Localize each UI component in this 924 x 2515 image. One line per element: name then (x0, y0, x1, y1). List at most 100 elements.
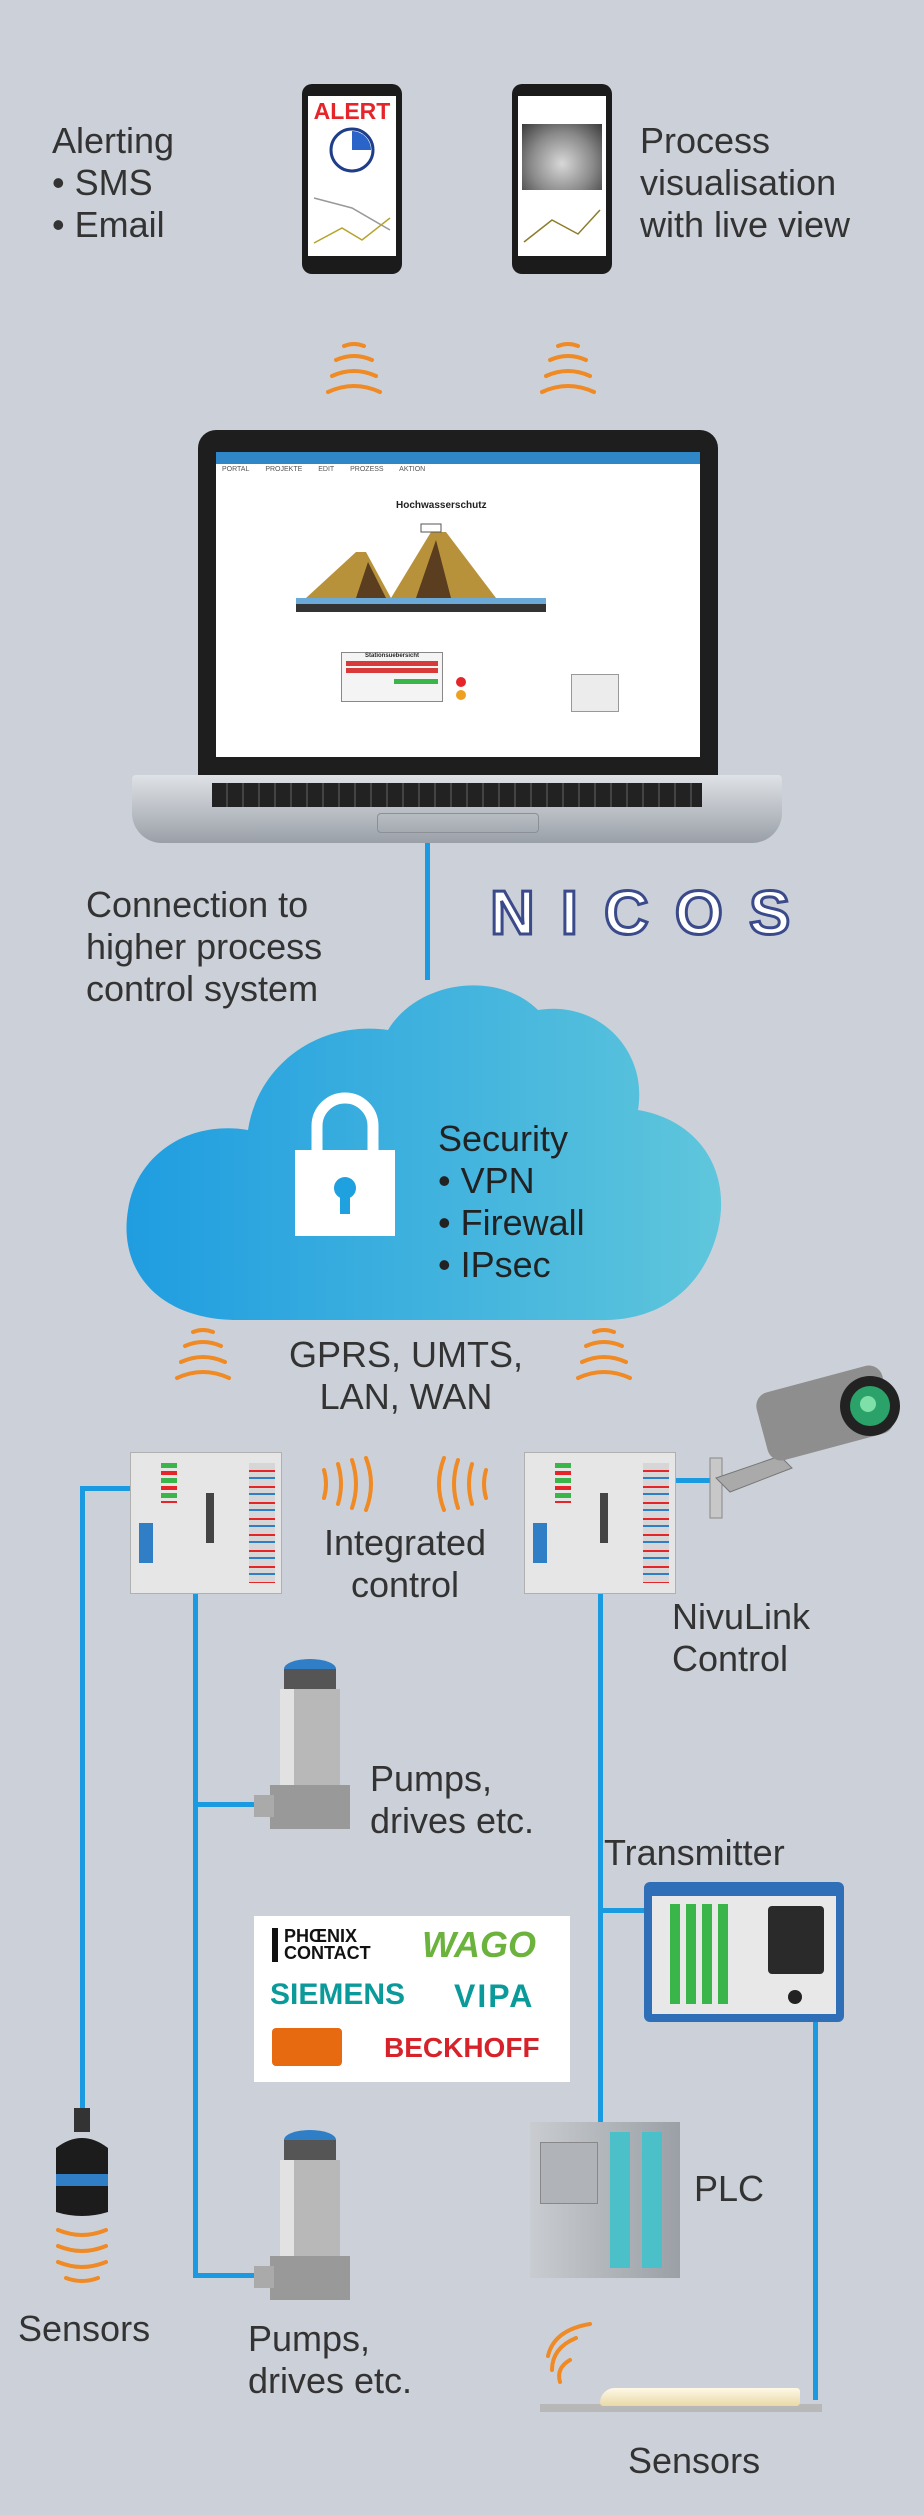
connection-label: Connection to higher process control sys… (86, 884, 322, 1010)
camera-link (676, 1478, 716, 1483)
laptop-trackpad (377, 813, 539, 833)
logo-phoenix-line-1: PHŒNIX (284, 1926, 358, 1946)
alert-phone: ALERT (302, 84, 402, 274)
controller-right-module-blue (533, 1523, 547, 1563)
pump-2-icon (254, 2130, 350, 2300)
alert-phone-screen: ALERT (308, 96, 396, 256)
status-light-red (456, 677, 466, 687)
logo-phoenix-contact: PHŒNIX CONTACT (272, 1926, 371, 1963)
camera-icon (709, 1365, 900, 1519)
logo-beckhoff: BECKHOFF (384, 2032, 540, 2063)
controller-right-slot (600, 1493, 608, 1543)
visualisation-line-2: visualisation (640, 162, 837, 203)
logo-bosch-rexroth (272, 2028, 342, 2066)
left-bus-vertical (80, 1486, 85, 2116)
logo-vipa: VIPA (454, 1978, 535, 2014)
connection-line-2: higher process (86, 926, 323, 967)
ultrasonic-sensor-icon (56, 2108, 108, 2216)
controller-left-terminals (249, 1463, 275, 1583)
plc-slot-2 (642, 2132, 662, 2268)
transmitter-branch (598, 1908, 646, 1913)
laptop-base (132, 775, 782, 843)
transmitter-to-sensor (813, 2020, 818, 2400)
plc-label: PLC (694, 2168, 765, 2209)
alert-clock-icon (329, 127, 375, 173)
integrated-label: Integrated control (310, 1522, 500, 1606)
controller-right-terminals (643, 1463, 669, 1583)
live-view-screen (518, 96, 606, 256)
status-light-orange (456, 690, 466, 700)
station-row-red-2 (346, 668, 438, 673)
visualisation-line-3: with live view (640, 204, 851, 245)
sensors-left-label: Sensors (18, 2308, 151, 2349)
pumps-2-line-1: Pumps, (248, 2318, 371, 2359)
pumps-1-line-1: Pumps, (370, 1758, 493, 1799)
menu-projekte[interactable]: PROJEKTE (265, 466, 303, 473)
nicos-logo: NICOS (488, 878, 817, 950)
controller-left (130, 1452, 282, 1594)
live-view-trend-chart (523, 209, 601, 243)
laptop: PORTAL PROJEKTE EDIT PROZESS AKTION Hoch… (198, 430, 718, 775)
pumps-1-label: Pumps, drives etc. (370, 1758, 534, 1842)
alert-label: ALERT (313, 98, 391, 124)
pumps-2-label: Pumps, drives etc. (248, 2318, 412, 2402)
logo-phoenix-line-2: CONTACT (284, 1943, 371, 1963)
connection-line-3: control system (86, 968, 319, 1009)
laptop-keyboard (212, 783, 702, 807)
laptop-to-cloud-line (425, 840, 430, 980)
pump-1-icon (254, 1659, 350, 1829)
alerting-sms: • SMS (52, 162, 153, 203)
station-map (571, 674, 619, 712)
alerting-title: Alerting (52, 120, 175, 161)
network-line-2: LAN, WAN (319, 1376, 493, 1417)
network-label: GPRS, UMTS, LAN, WAN (286, 1334, 526, 1418)
logo-siemens: SIEMENS (270, 1978, 406, 2011)
lock-icon (295, 1092, 395, 1236)
pump-1-branch (193, 1802, 263, 1807)
nivulink-line-2: Control (672, 1638, 789, 1679)
controller-right (524, 1452, 676, 1594)
transmitter-terminals (670, 1904, 730, 2004)
controller-right-leds (555, 1463, 571, 1503)
nivulink-line-1: NivuLink (672, 1596, 811, 1637)
flat-sensor-plate (540, 2404, 822, 2412)
transmitter-button (788, 1990, 802, 2004)
screen-title: Hochwasserschutz (396, 500, 487, 511)
menu-portal[interactable]: PORTAL (222, 466, 250, 473)
logo-wago: WAGO (422, 1924, 536, 1965)
network-line-1: GPRS, UMTS, (288, 1334, 524, 1375)
alert-phone-wireless-icon (326, 342, 382, 394)
station-row-red-1 (346, 661, 438, 666)
menu-edit[interactable]: EDIT (318, 466, 335, 473)
menu-prozess[interactable]: PROZESS (350, 466, 384, 473)
right-trunk-vertical (598, 1590, 603, 2125)
flat-sensor-body (600, 2388, 800, 2406)
menu-aktion[interactable]: AKTION (399, 466, 426, 473)
live-view-wireless-icon (540, 342, 596, 394)
connection-line-1: Connection to (86, 884, 309, 925)
dam-illustration (296, 523, 546, 612)
plc-device (530, 2122, 680, 2278)
transmitter-device (644, 1882, 844, 2022)
live-camera-image (522, 124, 602, 190)
integrated-line-1: Integrated (323, 1522, 487, 1563)
cloud-right-wireless-icon (576, 1328, 632, 1380)
left-bus-horizontal (80, 1486, 130, 1491)
plc-panel (540, 2142, 598, 2204)
controller-right-wireless-icon (437, 1456, 488, 1512)
controller-left-leds (161, 1463, 177, 1503)
station-panel: Stationsuebersicht (341, 652, 443, 702)
live-view-phone (512, 84, 612, 274)
pumps-1-line-2: drives etc. (370, 1800, 535, 1841)
alerting-email: • Email (52, 204, 165, 245)
alerting-label: Alerting • SMS • Email (52, 120, 174, 246)
security-ipsec: • IPsec (438, 1244, 551, 1285)
cloud-left-wireless-icon (175, 1328, 231, 1380)
cloud-shape (126, 985, 722, 1321)
transmitter-display (768, 1906, 824, 1974)
security-label: Security • VPN • Firewall • IPsec (438, 1118, 585, 1286)
screen-menu: PORTAL PROJEKTE EDIT PROZESS AKTION (222, 466, 425, 473)
controller-left-wireless-icon (322, 1456, 373, 1512)
screen-topbar (216, 452, 700, 464)
pump-trunk-vertical (193, 1590, 198, 2276)
